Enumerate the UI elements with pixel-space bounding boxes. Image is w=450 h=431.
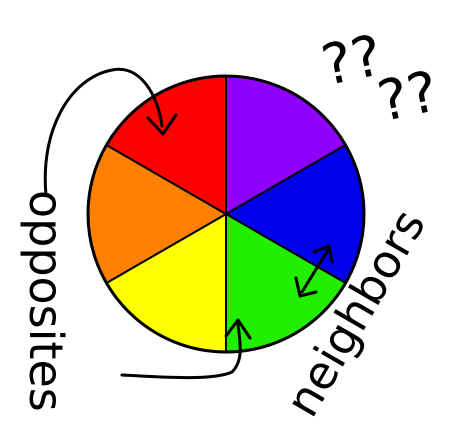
neighbors-arrowhead-up: [312, 244, 334, 264]
opposites-label: opposites: [19, 190, 73, 412]
neighbors-double-arrow: [300, 248, 330, 294]
neighbors-arrowhead-down: [294, 276, 318, 298]
wheel-outline: [86, 74, 366, 354]
opposites-arrow-top: [43, 67, 164, 197]
question-marks-2: ??: [372, 59, 444, 135]
question-marks-1: ??: [316, 23, 388, 99]
color-wheel: [86, 74, 366, 354]
opposites-arrowhead-top: [146, 113, 178, 136]
opposites-arrowhead-bottom: [224, 318, 252, 340]
opposites-arrow-bottom: [120, 322, 242, 380]
